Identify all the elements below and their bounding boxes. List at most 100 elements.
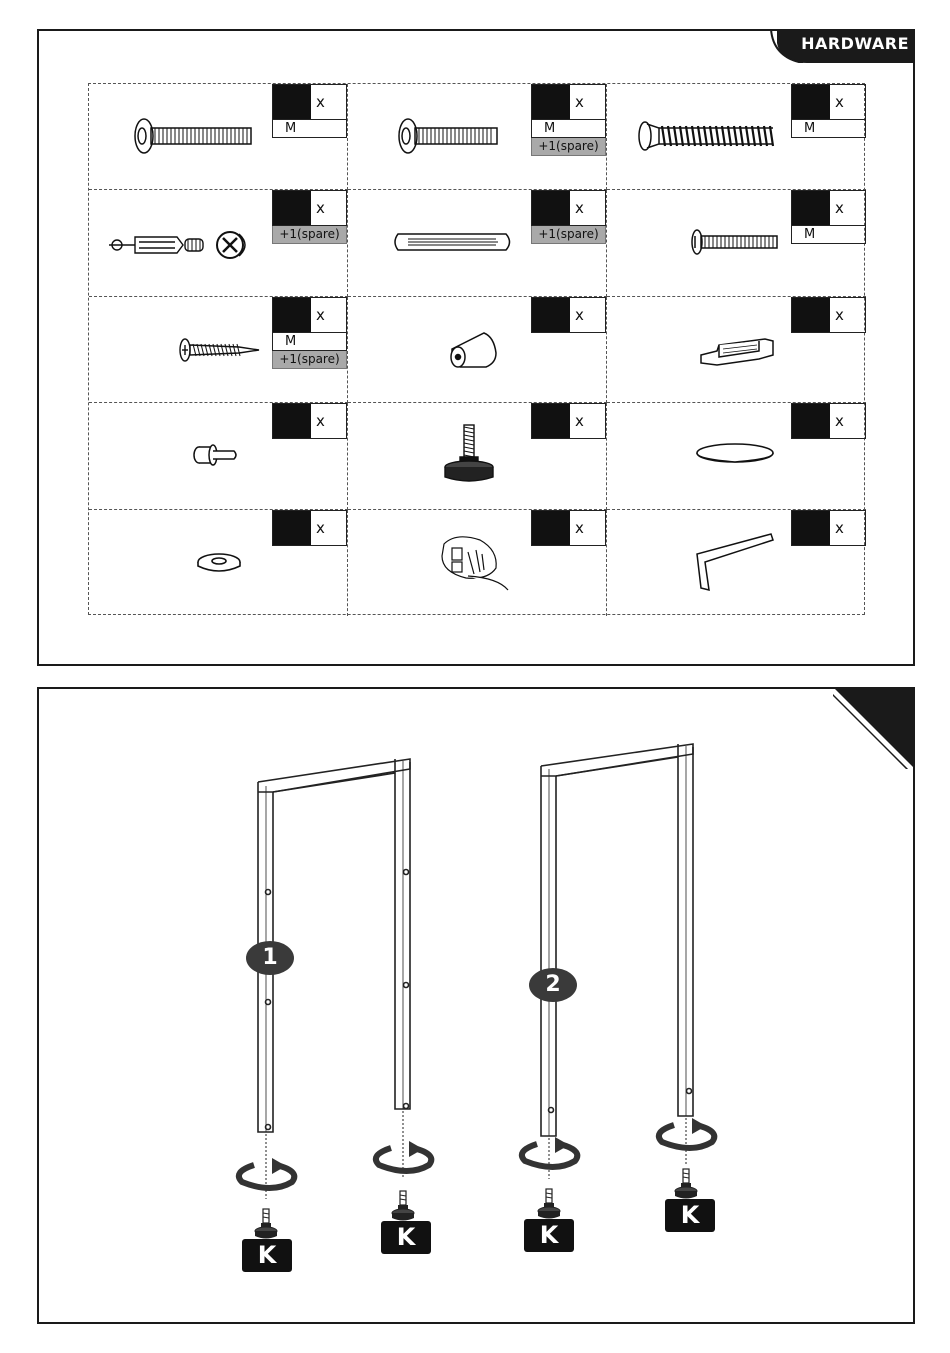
quantity-multiplier: x bbox=[570, 298, 605, 332]
hardware-item-leveling-foot: x bbox=[348, 403, 607, 509]
quantity-row: x bbox=[531, 297, 606, 333]
hardware-item-washer: x bbox=[89, 510, 348, 616]
quantity-row: x bbox=[272, 190, 347, 226]
quantity-box: x bbox=[791, 297, 866, 333]
quantity-box: x bbox=[531, 403, 606, 439]
frame-2 bbox=[541, 744, 693, 1136]
rotate-arrow-icon bbox=[522, 1137, 577, 1167]
quantity-box: x+1(spare) bbox=[272, 190, 347, 244]
spare-label: +1(spare) bbox=[531, 138, 606, 156]
spare-label: +1(spare) bbox=[272, 351, 347, 369]
quantity-fill-box bbox=[273, 404, 311, 438]
quantity-row: x bbox=[272, 84, 347, 120]
size-label: M bbox=[531, 120, 606, 138]
rotate-arrow-icon bbox=[239, 1158, 294, 1188]
quantity-row: x bbox=[791, 510, 866, 546]
hardware-item-cam-lock: x+1(spare) bbox=[89, 190, 348, 296]
quantity-fill-box bbox=[273, 511, 311, 545]
quantity-multiplier: x bbox=[830, 191, 865, 225]
quantity-row: x bbox=[791, 84, 866, 120]
quantity-multiplier: x bbox=[311, 85, 346, 119]
step-illustration bbox=[39, 689, 913, 1322]
leveling-foot-icon bbox=[392, 1191, 414, 1221]
hardware-item-magnetic-catch: x bbox=[607, 297, 866, 403]
frame-number-label: 2 bbox=[545, 972, 560, 997]
quantity-fill-box bbox=[273, 191, 311, 225]
quantity-multiplier: x bbox=[570, 511, 605, 545]
quantity-box: x bbox=[531, 297, 606, 333]
quantity-row: x bbox=[791, 403, 866, 439]
hardware-tab: HARDWARE bbox=[767, 29, 915, 63]
part-label-k: K bbox=[242, 1239, 292, 1272]
quantity-fill-box bbox=[792, 191, 830, 225]
quantity-multiplier: x bbox=[570, 191, 605, 225]
rotate-arrow-icon bbox=[659, 1118, 714, 1148]
hardware-item-felt-pad: x bbox=[607, 403, 866, 509]
quantity-fill-box bbox=[273, 85, 311, 119]
quantity-box: x bbox=[272, 510, 347, 546]
frame-number-badge: 2 bbox=[529, 968, 577, 1002]
quantity-multiplier: x bbox=[311, 511, 346, 545]
quantity-multiplier: x bbox=[570, 404, 605, 438]
quantity-multiplier: x bbox=[830, 511, 865, 545]
quantity-multiplier: x bbox=[570, 85, 605, 119]
quantity-fill-box bbox=[792, 511, 830, 545]
part-label-k: K bbox=[381, 1221, 431, 1254]
quantity-fill-box bbox=[532, 85, 570, 119]
quantity-multiplier: x bbox=[311, 404, 346, 438]
leveling-foot-icon bbox=[538, 1189, 560, 1219]
spare-label: +1(spare) bbox=[531, 226, 606, 244]
quantity-fill-box bbox=[792, 85, 830, 119]
quantity-fill-box bbox=[792, 404, 830, 438]
quantity-box: x bbox=[791, 403, 866, 439]
quantity-row: x bbox=[272, 403, 347, 439]
size-label: M bbox=[272, 333, 347, 351]
quantity-row: x bbox=[791, 297, 866, 333]
part-label-k: K bbox=[524, 1219, 574, 1252]
hardware-item-hardware-bag: x bbox=[348, 510, 607, 616]
rotate-arrow-icon bbox=[376, 1141, 431, 1171]
hardware-item-shelf-pin: x bbox=[89, 403, 348, 509]
frame-number-badge: 1 bbox=[246, 941, 294, 975]
part-label-k: K bbox=[665, 1199, 715, 1232]
size-label: M bbox=[272, 120, 347, 138]
size-label: M bbox=[791, 120, 866, 138]
leveling-foot-icon bbox=[675, 1169, 697, 1199]
quantity-row: x bbox=[272, 297, 347, 333]
hardware-title: HARDWARE bbox=[801, 32, 909, 56]
quantity-box: x+1(spare) bbox=[531, 190, 606, 244]
assembly-step-panel: 1 2 K K K K bbox=[37, 687, 915, 1324]
quantity-fill-box bbox=[532, 298, 570, 332]
quantity-row: x bbox=[531, 403, 606, 439]
quantity-fill-box bbox=[532, 404, 570, 438]
quantity-multiplier: x bbox=[311, 298, 346, 332]
hardware-item-wood-screw: xM+1(spare) bbox=[89, 297, 348, 403]
size-label: M bbox=[791, 226, 866, 244]
hardware-item-bolt-medium: xM+1(spare) bbox=[348, 84, 607, 190]
hardware-item-allen-key: x bbox=[607, 510, 866, 616]
leveling-foot-icon bbox=[255, 1209, 277, 1239]
quantity-row: x bbox=[272, 510, 347, 546]
frame-number-label: 1 bbox=[262, 945, 277, 970]
quantity-fill-box bbox=[532, 191, 570, 225]
rotate-guides bbox=[266, 1111, 686, 1199]
quantity-fill-box bbox=[273, 298, 311, 332]
quantity-multiplier: x bbox=[311, 191, 346, 225]
quantity-row: x bbox=[791, 190, 866, 226]
quantity-multiplier: x bbox=[830, 85, 865, 119]
quantity-multiplier: x bbox=[830, 404, 865, 438]
hardware-item-wood-dowel: x+1(spare) bbox=[348, 190, 607, 296]
quantity-box: x bbox=[272, 403, 347, 439]
quantity-fill-box bbox=[792, 298, 830, 332]
spare-label: +1(spare) bbox=[272, 226, 347, 244]
quantity-multiplier: x bbox=[830, 298, 865, 332]
